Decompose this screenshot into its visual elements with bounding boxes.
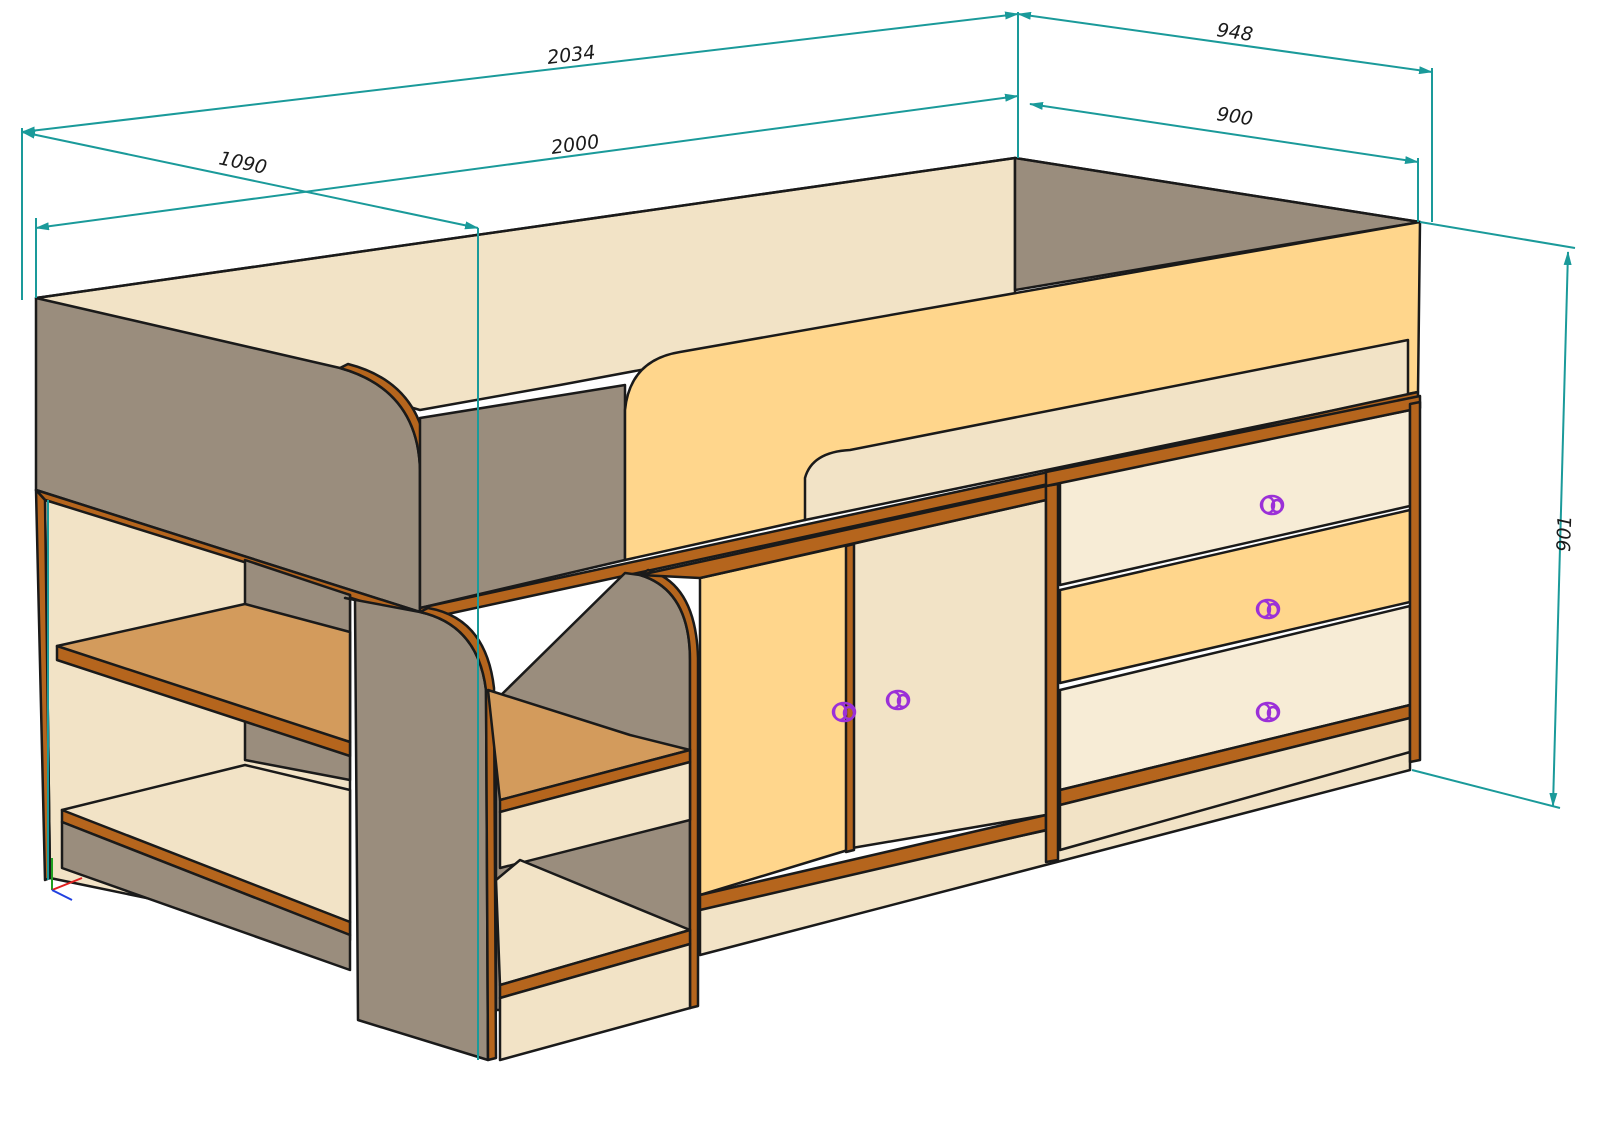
dim-label-overall-width: 948 <box>1215 19 1254 46</box>
right-door-knob[interactable] <box>885 689 911 711</box>
lower-step-riser <box>498 942 692 1062</box>
axis-z <box>51 889 73 901</box>
dimensions-layer <box>21 11 1576 1060</box>
drawer-bottom-knob[interactable] <box>1255 701 1281 723</box>
left-door-knob[interactable] <box>831 701 857 723</box>
dimension-labels: 2034 948 2000 900 1090 901 <box>217 19 1576 552</box>
stair-side-panel <box>343 596 490 1062</box>
right-door[interactable] <box>850 498 1048 850</box>
dim-line-2034 <box>21 11 1019 135</box>
axis-x <box>51 877 83 891</box>
ext-line-height-bottom <box>1411 769 1561 809</box>
rail-cutout <box>803 338 1410 522</box>
dim-line-900 <box>1029 101 1419 165</box>
dim-label-height: 901 <box>1553 515 1576 552</box>
shelf-unit-left-edge <box>34 488 52 882</box>
dim-line-901 <box>1549 251 1572 807</box>
drawer-middle-knob[interactable] <box>1255 598 1281 620</box>
left-door[interactable] <box>698 543 850 897</box>
dim-label-mattress-width: 900 <box>1215 103 1254 130</box>
dim-line-1090 <box>21 130 479 230</box>
knobs <box>831 494 1285 723</box>
dim-line-948 <box>1017 11 1433 75</box>
cabinet-right-edge <box>1408 400 1422 764</box>
stair-side-edge <box>418 606 498 1062</box>
dim-label-mattress-length: 2000 <box>550 131 601 159</box>
stair-middle-edge <box>638 568 700 1010</box>
axis-triad <box>51 858 83 901</box>
cabinet-divider <box>1044 482 1060 864</box>
bed-model <box>34 156 1422 1062</box>
upper-step-riser <box>498 760 692 870</box>
middle-shelf-edge <box>55 644 352 758</box>
shelf-plinth <box>60 820 352 972</box>
ext-line-height-top <box>1419 221 1576 249</box>
drawer-top-knob[interactable] <box>1259 494 1285 516</box>
door-divider <box>844 542 856 854</box>
